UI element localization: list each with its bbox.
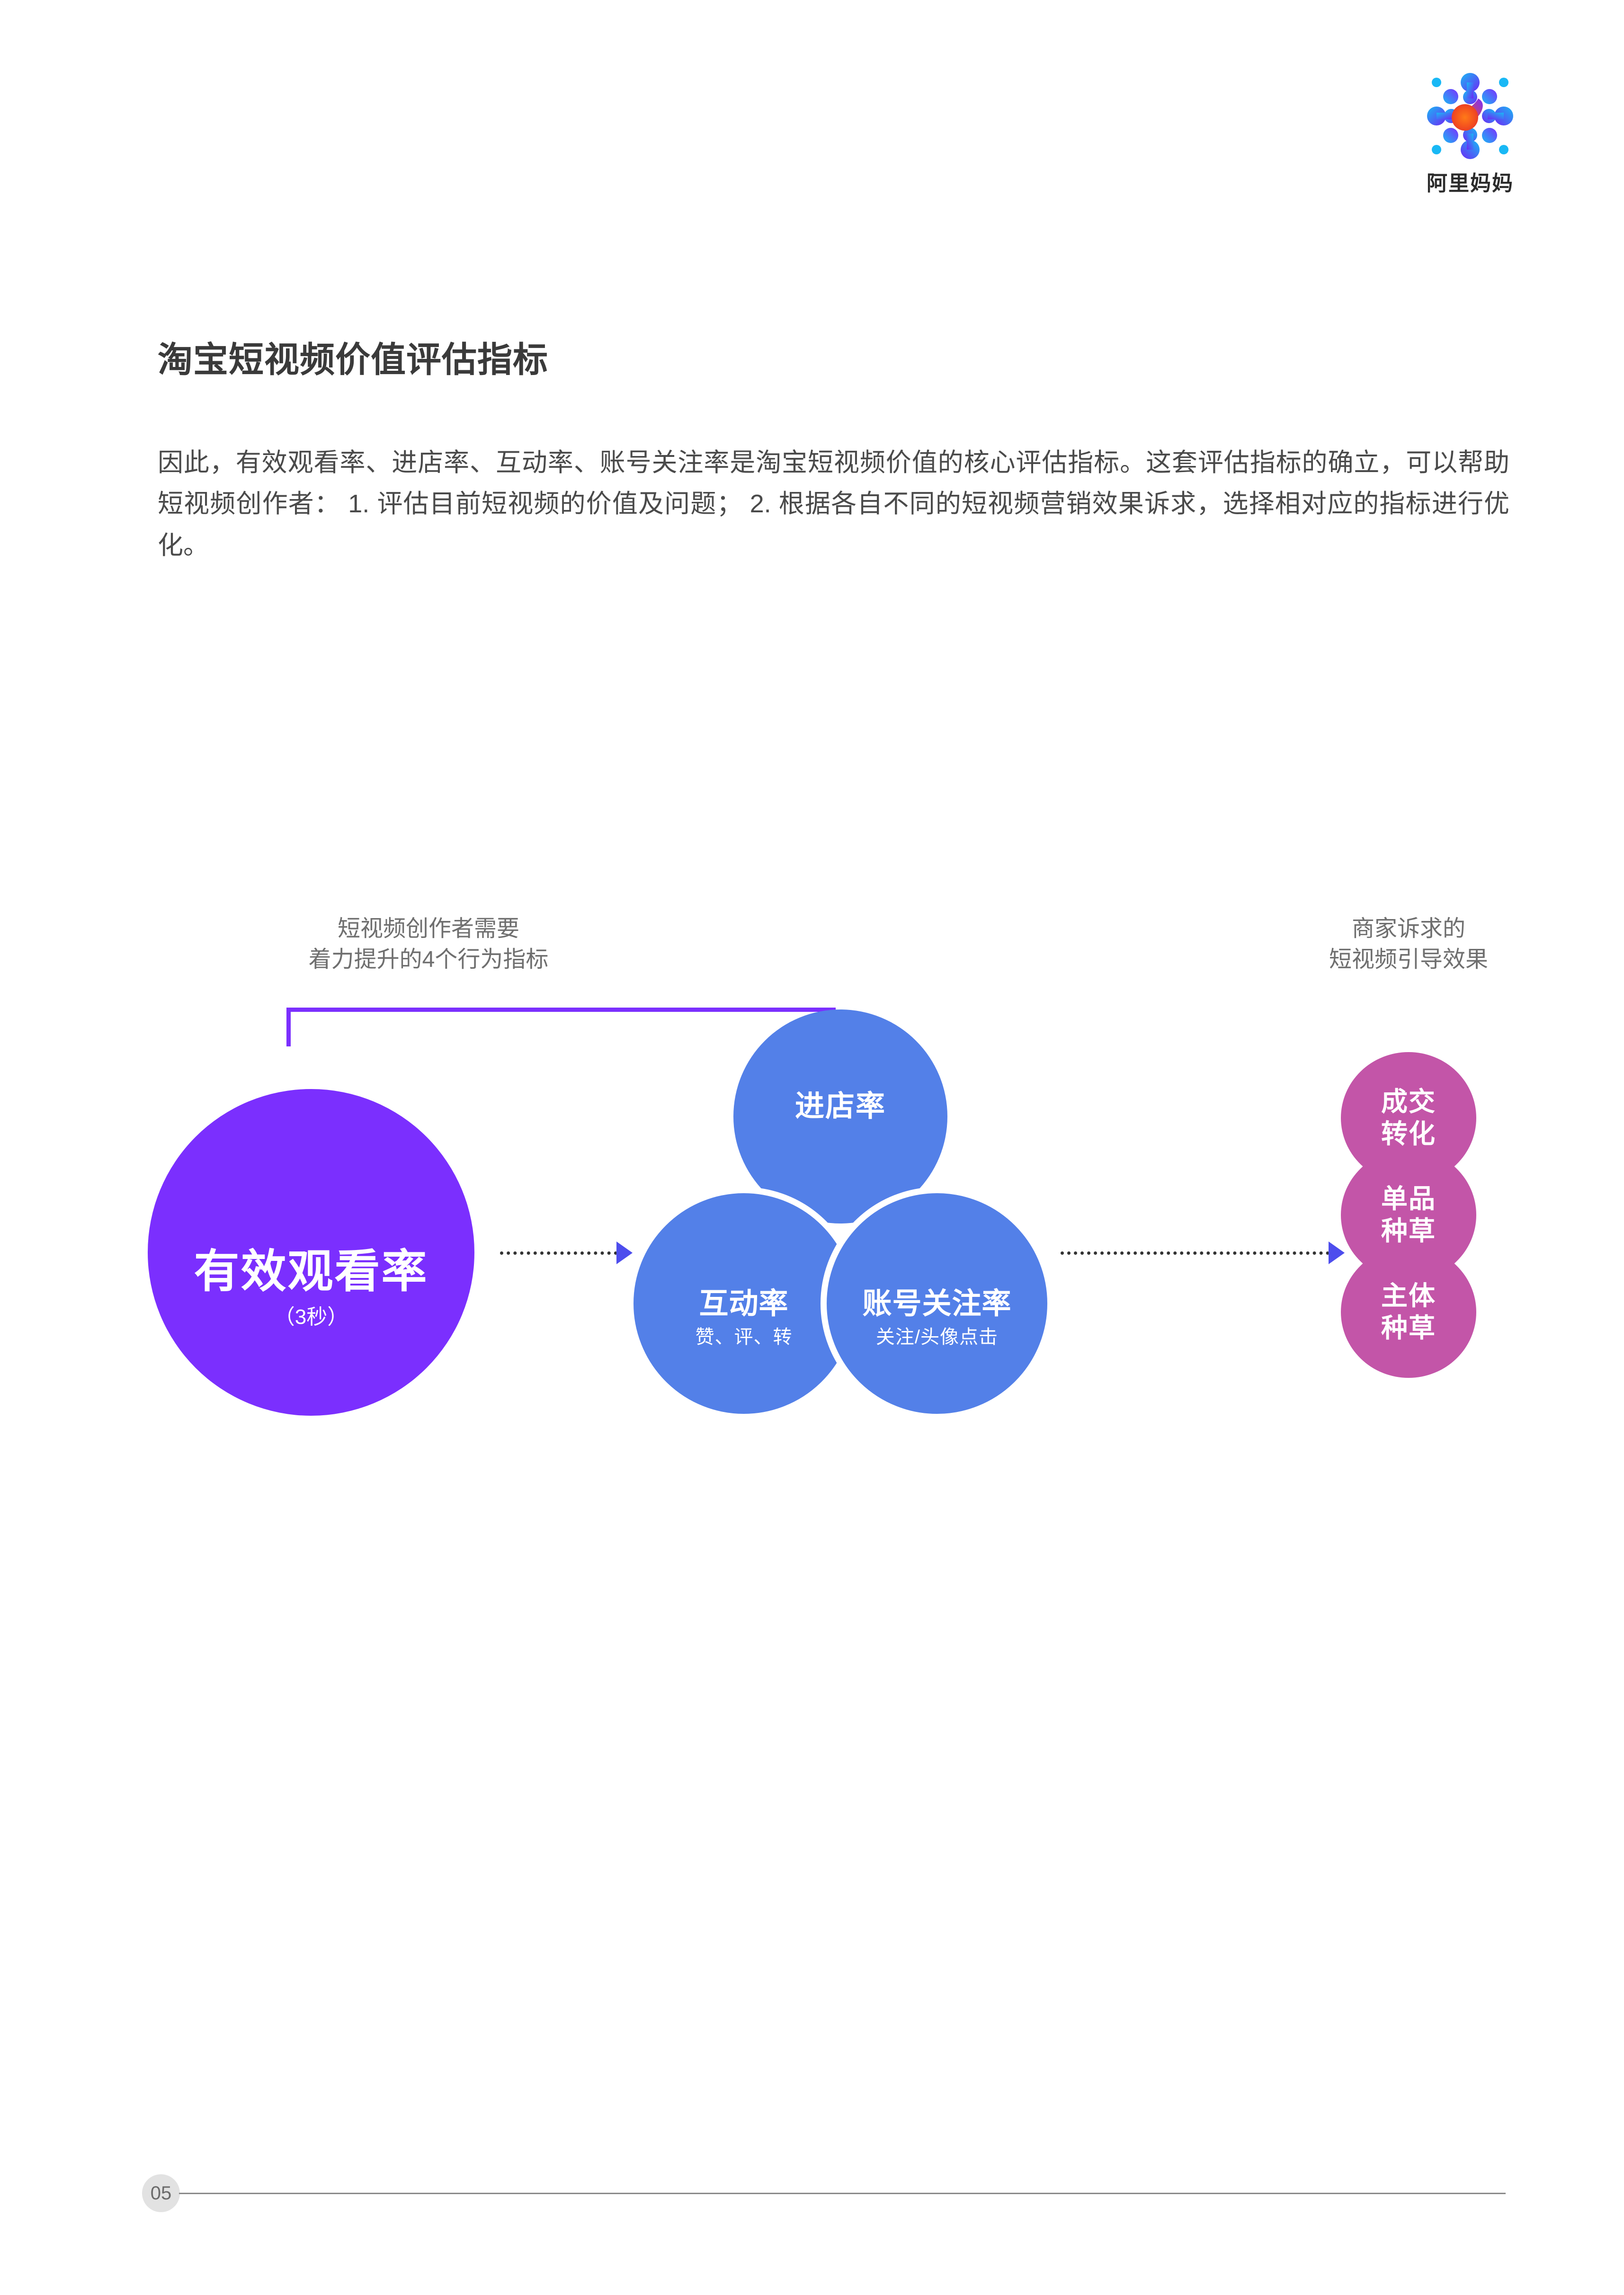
arrow-entry-to-behaviors (500, 1241, 633, 1264)
node-interaction-rate-label: 互动率 (699, 1287, 789, 1321)
node-interaction-rate[interactable]: 互动率 赞、评、转 (627, 1187, 860, 1420)
node-outcome-brand-seeding-line2: 种草 (1381, 1313, 1436, 1343)
diagram-caption-left: 短视频创作者需要 着力提升的4个行为指标 (309, 914, 549, 975)
diagram-caption-left-line1: 短视频创作者需要 (337, 916, 520, 941)
alimama-burst-logo-icon (1427, 73, 1513, 159)
node-account-follow-rate-label: 账号关注率 (862, 1287, 1012, 1321)
node-outcome-transaction-conversion-line2: 转化 (1381, 1119, 1436, 1149)
brand-header: 阿里妈妈 (1409, 62, 1532, 194)
footer-divider (179, 2193, 1506, 2194)
node-outcome-transaction-conversion-line1: 成交 (1381, 1086, 1436, 1116)
page-number-badge: 05 (142, 2174, 180, 2212)
node-enter-store-rate-label: 进店率 (794, 1090, 886, 1123)
node-outcome-brand-seeding[interactable]: 主体 种草 (1341, 1246, 1476, 1378)
node-effective-view-rate-sublabel: （3秒） (274, 1305, 348, 1329)
node-account-follow-rate-sublabel: 关注/头像点击 (875, 1326, 999, 1348)
node-outcome-brand-seeding-line1: 主体 (1381, 1280, 1436, 1311)
node-outcome-single-product-seeding-line2: 种草 (1381, 1216, 1436, 1246)
arrow-head-icon (616, 1241, 633, 1264)
node-effective-view-rate-label: 有效观看率 (194, 1246, 428, 1297)
page-title: 淘宝短视频价值评估指标 (158, 339, 548, 379)
node-outcome-single-product-seeding-line1: 单品 (1381, 1183, 1436, 1214)
diagram-caption-right-line1: 商家诉求的 (1351, 916, 1466, 941)
node-effective-view-rate[interactable]: 有效观看率 （3秒） (148, 1089, 474, 1416)
diagram-caption-right: 商家诉求的 短视频引导效果 (1329, 914, 1488, 975)
value-metrics-diagram: 短视频创作者需要 着力提升的4个行为指标 商家诉求的 短视频引导效果 有效观看率… (0, 900, 1624, 1515)
behavior-metrics-cluster: 进店率 互动率 赞、评、转 账号关注率 关注/头像点击 (627, 1009, 1053, 1421)
arrow-behaviors-to-outcomes (1061, 1241, 1345, 1264)
diagram-caption-right-line2: 短视频引导效果 (1329, 947, 1489, 972)
arrow-line (1061, 1251, 1330, 1255)
node-interaction-rate-sublabel: 赞、评、转 (695, 1326, 793, 1348)
arrow-line (500, 1251, 617, 1255)
node-account-follow-rate[interactable]: 账号关注率 关注/头像点击 (821, 1187, 1053, 1420)
diagram-caption-left-line2: 着力提升的4个行为指标 (308, 947, 549, 972)
intro-paragraph: 因此，有效观看率、进店率、互动率、账号关注率是淘宝短视频价值的核心评估指标。这套… (158, 448, 1509, 560)
arrow-head-icon (1329, 1241, 1345, 1264)
node-enter-store-rate[interactable]: 进店率 (733, 1009, 947, 1223)
brand-name: 阿里妈妈 (1427, 172, 1514, 195)
page-footer: 05 (142, 2174, 1506, 2212)
